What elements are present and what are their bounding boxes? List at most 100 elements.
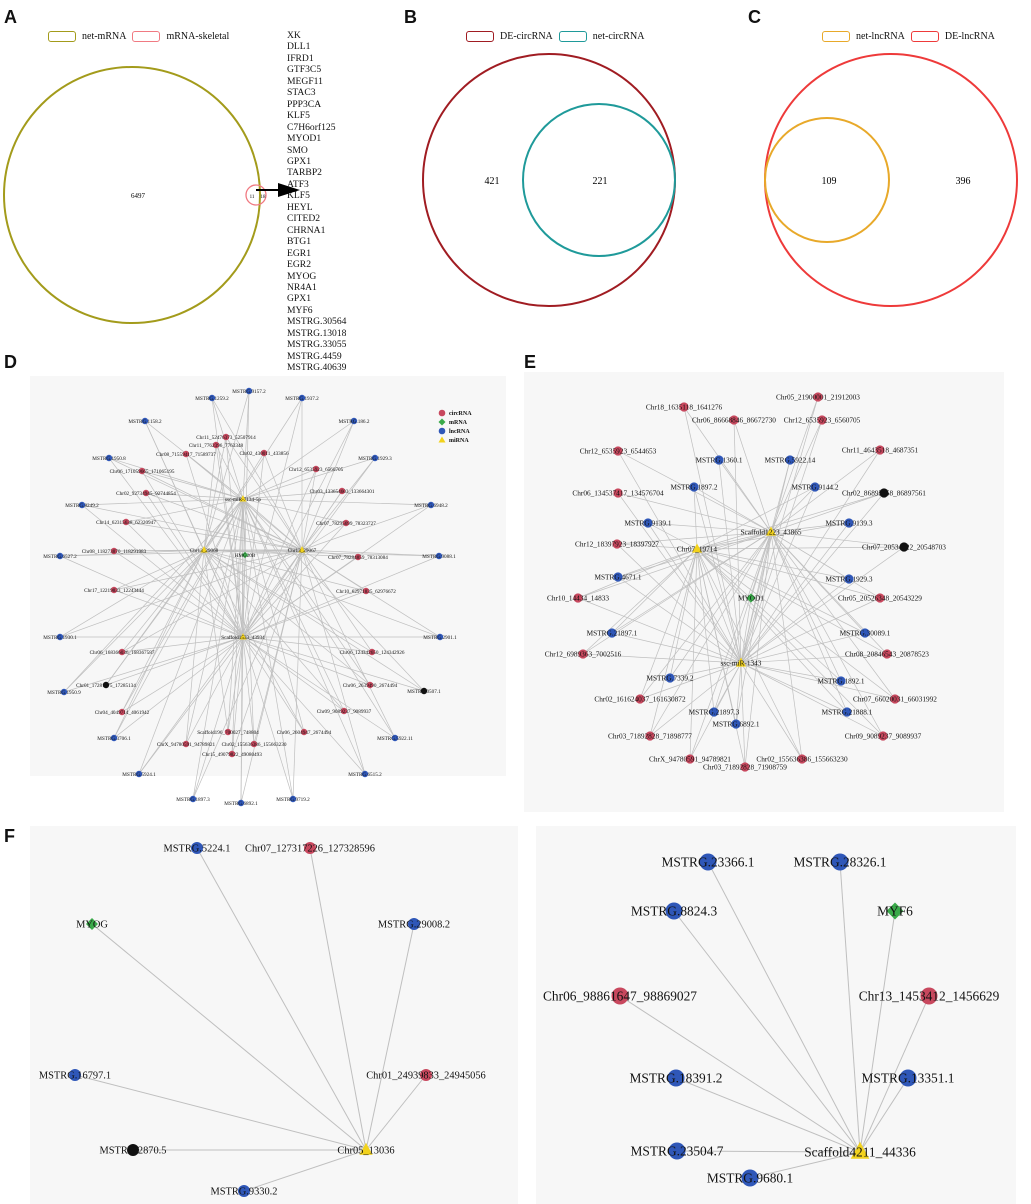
network-edge bbox=[192, 498, 244, 800]
network-edge bbox=[309, 847, 367, 1151]
venn-c: 109 396 bbox=[764, 53, 1018, 307]
network-e: Scaffold1223_43865ssc-miR-1343Chr07_1971… bbox=[545, 392, 946, 772]
legend-label-circrna: circRNA bbox=[449, 411, 472, 417]
network-edge bbox=[577, 531, 772, 599]
network-edge bbox=[203, 549, 440, 557]
node-lncrna-marker bbox=[785, 455, 795, 465]
node-lncrna-marker bbox=[844, 518, 854, 528]
node-lncrna-marker bbox=[391, 734, 399, 742]
node-label: MSTRG.186.2 bbox=[339, 419, 370, 425]
network-edge bbox=[242, 498, 255, 745]
network-edge bbox=[243, 1149, 367, 1192]
network-edge bbox=[242, 498, 432, 506]
network-edge bbox=[647, 522, 772, 533]
node-label: Chr12_6535923_6544653 bbox=[580, 447, 657, 456]
venn-a-legend: net-mRNA mRNA-skeletal bbox=[48, 31, 229, 42]
node-label: Chr13_29067 bbox=[288, 548, 317, 554]
node-mirna-marker bbox=[298, 546, 306, 553]
node-circrna-marker bbox=[578, 649, 588, 659]
venn-a: 6497 11 18 bbox=[3, 66, 300, 324]
node-label: MSTRG.9157.2 bbox=[232, 389, 266, 395]
node-lncrna-marker bbox=[408, 918, 420, 930]
node-circrna-marker bbox=[729, 415, 739, 425]
node-label: Chr06_2604947_2674494 bbox=[277, 730, 332, 736]
network-edge bbox=[770, 419, 823, 533]
node-label: Chr03_71892828_71908759 bbox=[703, 763, 787, 772]
network-edge bbox=[242, 636, 366, 775]
node-lncrna-marker bbox=[667, 1069, 685, 1087]
node-mirna-marker bbox=[765, 526, 777, 536]
legend-label-de-circrna: DE-circRNA bbox=[500, 31, 553, 42]
network-f-background bbox=[30, 826, 518, 1204]
gene-list-item: MYOG bbox=[287, 270, 317, 282]
network-edge bbox=[242, 468, 317, 500]
panel-label-a: A bbox=[4, 7, 17, 27]
network-edge bbox=[242, 498, 345, 712]
node-label: Chr04_4049714_4061942 bbox=[95, 710, 150, 716]
network-edge bbox=[740, 486, 816, 664]
network-edge bbox=[59, 549, 205, 638]
legend-swatch-de-lncrna bbox=[910, 31, 939, 42]
node-label: MSTRG.4671.1 bbox=[594, 573, 641, 582]
legend-swatch-net-circrna bbox=[558, 31, 587, 42]
network-edge bbox=[242, 452, 265, 638]
panel-label-e: E bbox=[524, 352, 537, 372]
network-edge bbox=[740, 662, 803, 760]
node-lncrna-marker bbox=[69, 1069, 81, 1081]
node-label: MSTRG.1929.3 bbox=[825, 575, 872, 584]
legend-label-mrna-skeletal: mRNA-skeletal bbox=[166, 31, 230, 42]
gene-list-item: BTG1 bbox=[287, 236, 311, 248]
node-label: MSTRG.5922.11 bbox=[377, 736, 413, 742]
network-edge bbox=[365, 923, 415, 1151]
network-edge bbox=[676, 1150, 861, 1153]
node-circrna-marker bbox=[110, 586, 118, 594]
network-edge bbox=[203, 549, 371, 686]
node-circrna-marker bbox=[920, 987, 938, 1005]
network-edge bbox=[242, 498, 347, 524]
network-edge bbox=[141, 470, 244, 500]
network-d: Scaffold1533_43934ssc-miR-7134-5pChr13_2… bbox=[43, 387, 472, 807]
venn-c-legend: net-lncRNA DE-lncRNA bbox=[822, 31, 995, 42]
network-edge bbox=[144, 420, 205, 551]
node-label: MSTRG.1950.8 bbox=[92, 456, 126, 462]
network-edge bbox=[113, 498, 244, 739]
network-edge bbox=[301, 549, 441, 638]
network-edge bbox=[639, 531, 772, 700]
network-edge bbox=[203, 397, 303, 551]
node-label: Chr06_134537417_134576704 bbox=[572, 489, 664, 498]
node-label: MSTRG.5922.14 bbox=[765, 456, 816, 465]
node-lncrna-marker bbox=[665, 902, 683, 920]
network-edge bbox=[121, 498, 244, 713]
network-edge bbox=[242, 390, 250, 500]
network-edge bbox=[696, 548, 850, 580]
legend-label-de-lncrna: DE-lncRNA bbox=[944, 31, 995, 42]
network-edge bbox=[242, 498, 366, 775]
venn-a-count-big: 6497 bbox=[131, 192, 146, 200]
node-label: MSTRG.9139.1 bbox=[624, 519, 671, 528]
network-edge bbox=[141, 470, 303, 551]
node-black-marker bbox=[420, 687, 428, 695]
network-edge bbox=[211, 397, 244, 500]
node-circrna-marker bbox=[118, 648, 126, 656]
network-edge bbox=[125, 498, 244, 523]
network-edge bbox=[242, 420, 355, 638]
network-edge bbox=[59, 549, 303, 638]
network-edge bbox=[145, 492, 244, 500]
node-lncrna-marker bbox=[60, 688, 68, 696]
gene-list-item: KLF5 bbox=[287, 190, 310, 202]
node-label: MSTRG.16797.1 bbox=[39, 1071, 111, 1082]
gene-list-item: MYOD1 bbox=[287, 133, 322, 145]
gene-list-item: NR4A1 bbox=[287, 281, 317, 293]
venn-b-net-circrna-circle bbox=[522, 103, 676, 257]
network-edge bbox=[582, 548, 698, 655]
network-edge bbox=[227, 498, 244, 733]
node-label: Chr05_13036 bbox=[337, 1146, 394, 1157]
network-edge bbox=[675, 1077, 861, 1153]
node-label: MSTRG.0507.1 bbox=[407, 689, 441, 695]
network-edge bbox=[113, 549, 205, 591]
network-edge bbox=[59, 555, 244, 638]
network-edge bbox=[203, 390, 250, 551]
gene-list-item: C7H6orf125 bbox=[287, 121, 336, 133]
node-mirna-marker bbox=[735, 657, 747, 667]
gene-list-item: MSTRG.33055 bbox=[287, 339, 347, 351]
